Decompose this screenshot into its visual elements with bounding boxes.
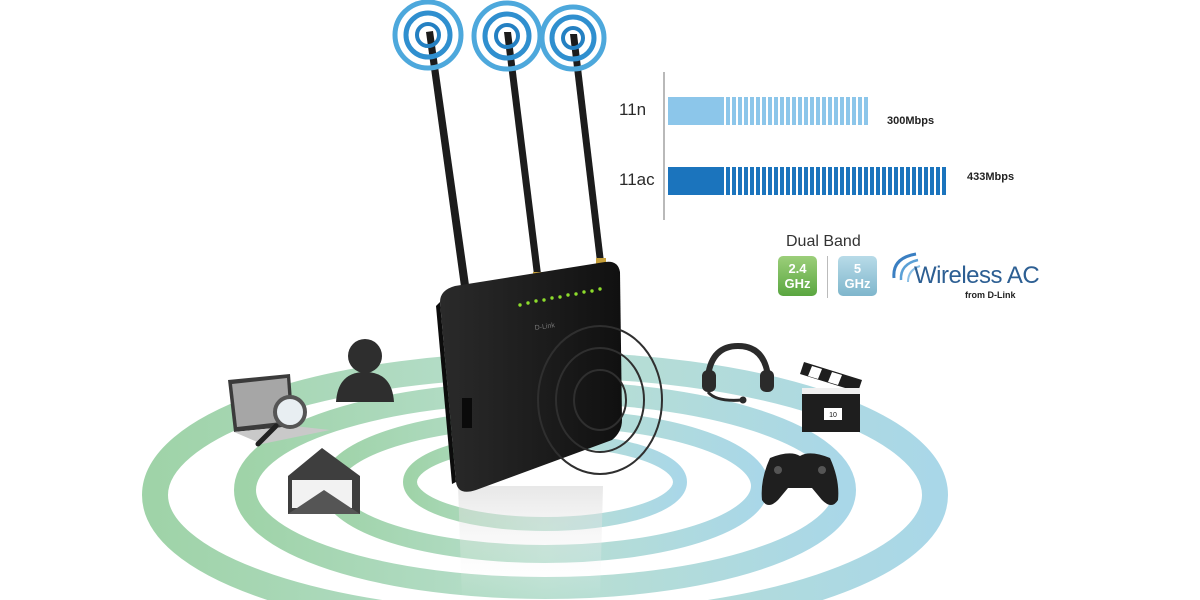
speed-bar-segment xyxy=(726,97,730,125)
router-brand-text: D-Link xyxy=(534,322,556,332)
speed-bar-segment xyxy=(762,167,766,195)
speed-bar-segment xyxy=(882,167,886,195)
speed-bar-segment xyxy=(834,167,838,195)
gamepad-icon xyxy=(761,453,839,505)
speed-bar-segment xyxy=(780,167,784,195)
speed-chart-axis xyxy=(663,72,665,220)
clapperboard-icon: 10 xyxy=(800,362,862,432)
speed-bar-segment xyxy=(870,167,874,195)
speed-bar-segment xyxy=(900,167,904,195)
speed-bar-segment xyxy=(774,97,778,125)
headset-icon xyxy=(702,342,774,404)
speed-bar-segment xyxy=(756,167,760,195)
speed-bar-segment xyxy=(918,167,922,195)
antenna-signal-waves xyxy=(392,0,607,72)
speed-bar-segment xyxy=(924,167,928,195)
speed-bar-segment xyxy=(912,167,916,195)
magnifier-icon xyxy=(255,395,307,447)
speed-bar-segment xyxy=(906,167,910,195)
speed-bar-11n xyxy=(668,97,868,125)
speed-bar-segment xyxy=(816,97,820,125)
clapperboard-number: 10 xyxy=(829,412,837,419)
speed-value-11n: 300Mbps xyxy=(887,115,935,127)
envelope-icon xyxy=(288,448,360,514)
speed-bar-segment xyxy=(864,97,868,125)
speed-bar-segment xyxy=(810,167,814,195)
speed-bar-segment xyxy=(738,97,742,125)
speed-bar-segment xyxy=(846,97,850,125)
user-icon xyxy=(336,339,394,402)
speed-bar-segment xyxy=(732,167,736,195)
speed-bar-segment xyxy=(726,167,730,195)
speed-bar-segment xyxy=(750,97,754,125)
speed-bar-segment xyxy=(828,167,832,195)
speed-bar-segment xyxy=(804,97,808,125)
speed-bar-segment xyxy=(828,97,832,125)
speed-bar-segment xyxy=(792,167,796,195)
speed-bar-segment xyxy=(762,97,766,125)
speed-bar-segment xyxy=(804,167,808,195)
speed-bar-11ac xyxy=(668,167,946,195)
band-divider xyxy=(827,256,828,298)
band-5ghz-line2: GHz xyxy=(844,276,871,291)
speed-value-11ac: 433Mbps xyxy=(967,171,1015,183)
speed-bar-segment xyxy=(774,167,778,195)
router-body: D-Link xyxy=(436,261,663,492)
speed-bar-segment xyxy=(768,97,772,125)
speed-bar-segment xyxy=(786,167,790,195)
band-5ghz-line1: 5 xyxy=(853,261,862,276)
speed-bar-segment xyxy=(858,167,862,195)
speed-label-11ac: 11ac xyxy=(619,170,655,189)
speed-bar-segment xyxy=(768,167,772,195)
wireless-ac-subtext: from D-Link xyxy=(965,290,1016,300)
band-5ghz-badge: 5 GHz xyxy=(838,256,877,296)
speed-bar-segment xyxy=(864,167,868,195)
speed-bar-segment xyxy=(744,97,748,125)
speed-bar-segment xyxy=(756,97,760,125)
speed-bar-segment xyxy=(930,167,934,195)
speed-bar-segment xyxy=(798,167,802,195)
speed-bar-segment xyxy=(792,97,796,125)
speed-bar-segment xyxy=(876,167,880,195)
speed-bar-segment xyxy=(822,167,826,195)
speed-bar-segment xyxy=(852,167,856,195)
router-antennas xyxy=(426,31,606,297)
speed-bar-segment xyxy=(840,167,844,195)
speed-bar-segment xyxy=(822,97,826,125)
speed-bar-segment xyxy=(750,167,754,195)
speed-bar-segment xyxy=(738,167,742,195)
speed-bar-segment xyxy=(834,97,838,125)
wireless-ac-swoosh-icon xyxy=(892,252,921,283)
wireless-ac-text: Wireless AC xyxy=(914,262,1040,289)
router-reflection xyxy=(458,486,603,600)
speed-bar-segment xyxy=(732,97,736,125)
speed-bar-segment xyxy=(888,167,892,195)
speed-bar-segment xyxy=(810,97,814,125)
speed-bar-segment xyxy=(942,167,946,195)
speed-bar-segment xyxy=(780,97,784,125)
band-2-4ghz-badge: 2.4 GHz xyxy=(778,256,817,296)
speed-bar-segment xyxy=(786,97,790,125)
speed-bar-segment xyxy=(840,97,844,125)
speed-bar-segment xyxy=(744,167,748,195)
band-2-4ghz-line2: GHz xyxy=(784,276,811,291)
dual-band-title: Dual Band xyxy=(786,233,861,250)
speed-bar-segment xyxy=(936,167,940,195)
speed-bar-segment xyxy=(852,97,856,125)
speed-bar-segment xyxy=(894,167,898,195)
speed-label-11n: 11n xyxy=(619,100,647,119)
speed-bar-segment xyxy=(858,97,862,125)
speed-bar-segment xyxy=(816,167,820,195)
band-2-4ghz-line1: 2.4 xyxy=(788,261,807,276)
speed-bar-segment xyxy=(846,167,850,195)
speed-bar-segment xyxy=(798,97,802,125)
